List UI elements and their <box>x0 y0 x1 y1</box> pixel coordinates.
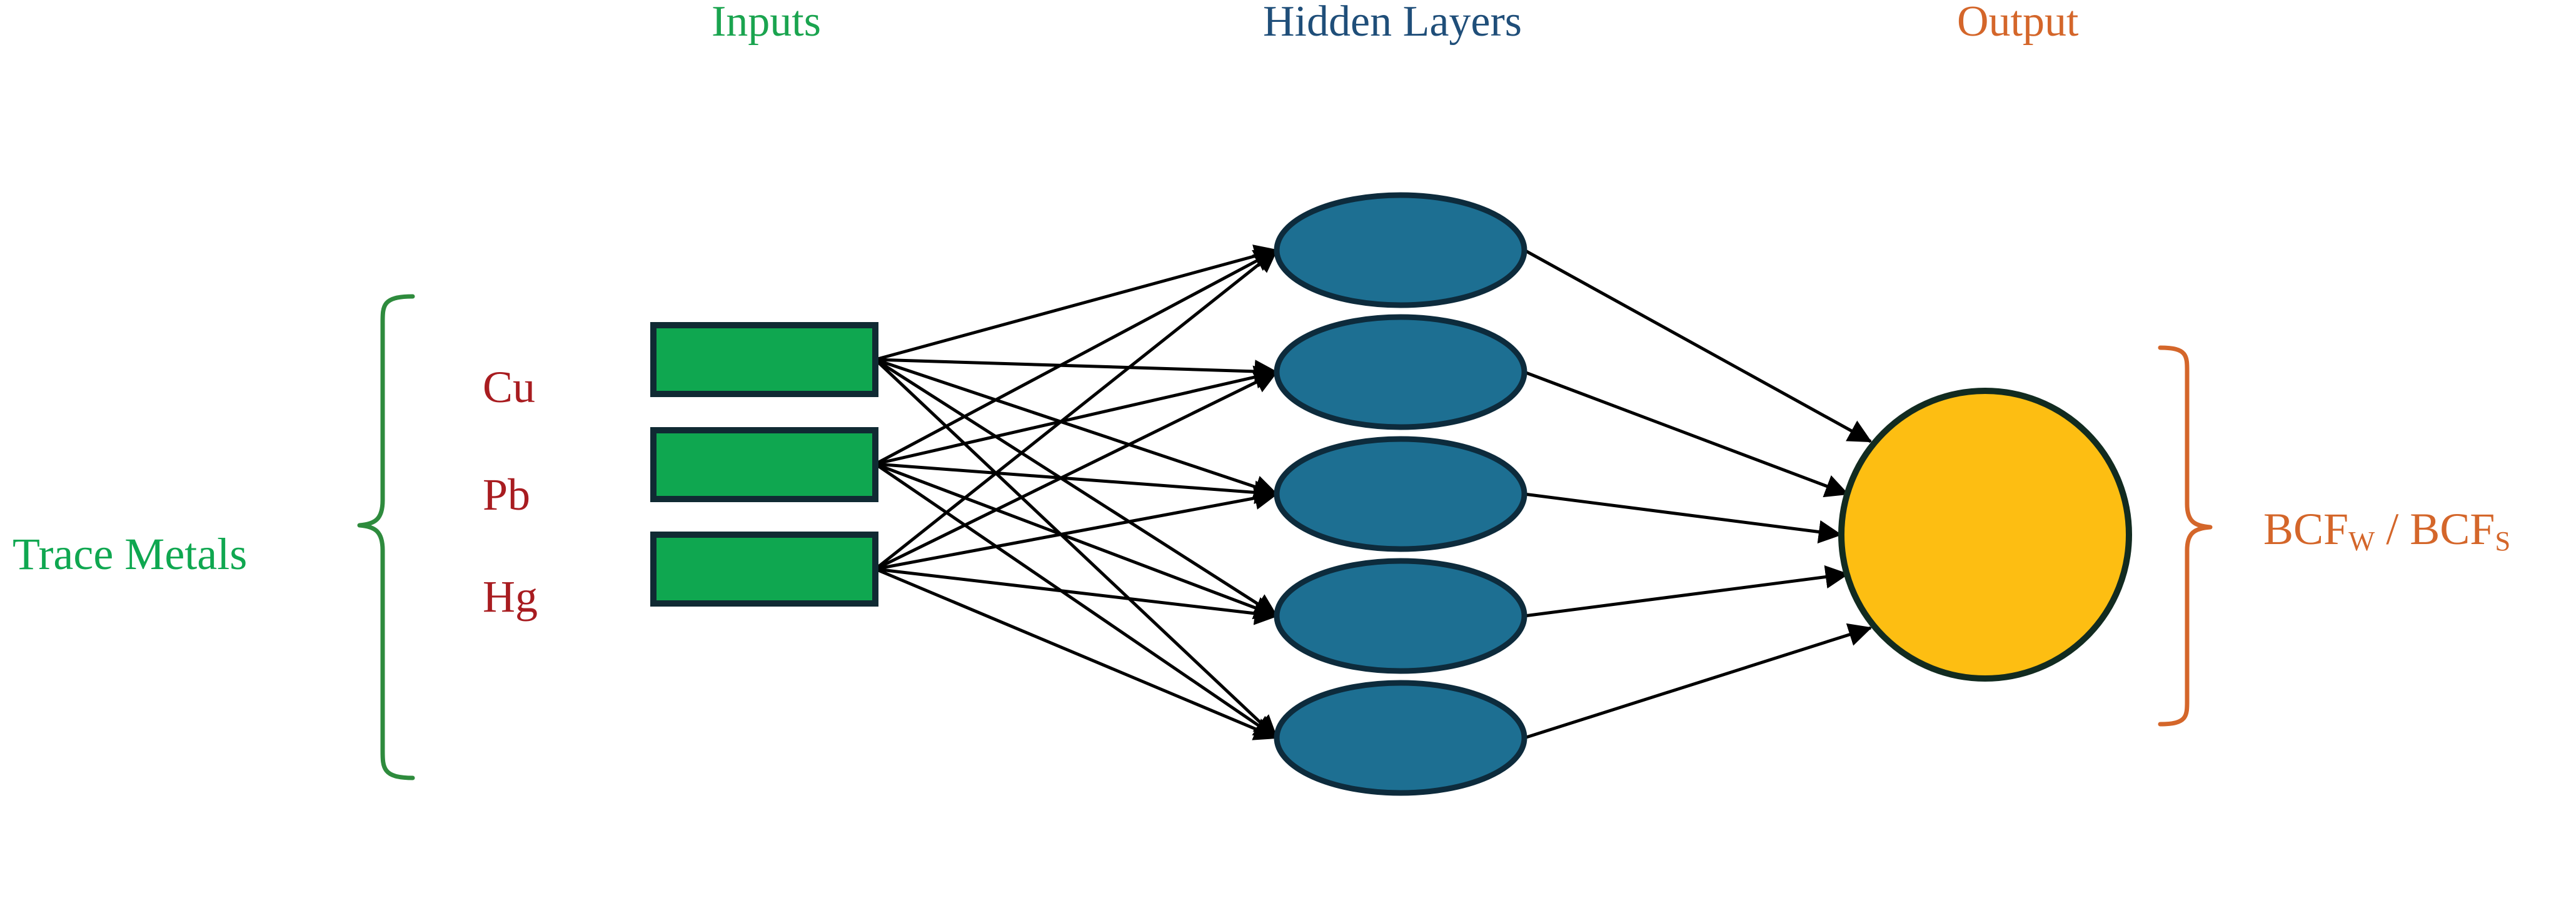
header-inputs: Inputs <box>712 0 821 46</box>
edges-hidden-to-output <box>1523 248 1873 740</box>
edge-pb-h1 <box>874 248 1278 466</box>
hidden-node-3[interactable] <box>1274 436 1527 552</box>
edge-pb-h3 <box>875 462 1279 505</box>
edge-h1-out <box>1523 248 1872 443</box>
hidden-node-1[interactable] <box>1274 192 1527 308</box>
input-label-hg: Hg <box>483 572 538 622</box>
edge-cu-h4 <box>874 358 1278 618</box>
output-node-group <box>1838 388 2132 682</box>
edge-pb-h2 <box>875 365 1279 466</box>
hidden-nodes <box>1274 192 1527 796</box>
trace-metals-label: Trace Metals <box>13 529 248 579</box>
header-output: Output <box>1957 0 2079 46</box>
edge-h3-out <box>1524 492 1843 544</box>
output-label: BCFW / BCFS <box>2263 504 2510 555</box>
hidden-node-4[interactable] <box>1274 558 1527 674</box>
edge-hg-h1 <box>874 249 1278 570</box>
edge-h5-out <box>1524 623 1873 740</box>
input-node-hg[interactable] <box>650 532 878 607</box>
edges-input-to-hidden <box>874 245 1279 740</box>
edge-pb-h5 <box>874 462 1278 740</box>
output-node[interactable] <box>1838 388 2132 682</box>
edge-cu-h1 <box>875 245 1279 361</box>
edge-hg-h5 <box>875 567 1279 740</box>
input-node-pb[interactable] <box>650 427 878 502</box>
trace-metals-brace <box>357 294 415 780</box>
hidden-node-2[interactable] <box>1274 314 1527 430</box>
edge-pb-h4 <box>875 462 1279 620</box>
edge-hg-h3 <box>875 487 1279 571</box>
output-label-bcf-s-main: BCF <box>2410 504 2495 554</box>
edge-cu-h2 <box>875 358 1279 383</box>
input-label-pb: Pb <box>483 470 531 520</box>
edge-h4-out <box>1524 565 1849 618</box>
output-label-separator: / <box>2375 504 2410 554</box>
output-label-bcf-s-sub: S <box>2495 525 2511 557</box>
edge-hg-h4 <box>875 567 1279 625</box>
output-label-bcf-w-main: BCF <box>2263 504 2349 554</box>
input-label-cu: Cu <box>483 362 536 412</box>
hidden-node-5[interactable] <box>1274 680 1527 796</box>
output-brace <box>2158 345 2213 727</box>
edge-h2-out <box>1524 370 1849 498</box>
input-nodes <box>650 322 878 607</box>
edge-cu-h5 <box>874 358 1278 739</box>
edge-cu-h3 <box>875 358 1279 498</box>
header-hidden-layers: Hidden Layers <box>1263 0 1522 46</box>
input-node-cu[interactable] <box>650 322 878 397</box>
edge-hg-h2 <box>874 370 1279 571</box>
output-label-bcf-w-sub: W <box>2348 525 2375 557</box>
